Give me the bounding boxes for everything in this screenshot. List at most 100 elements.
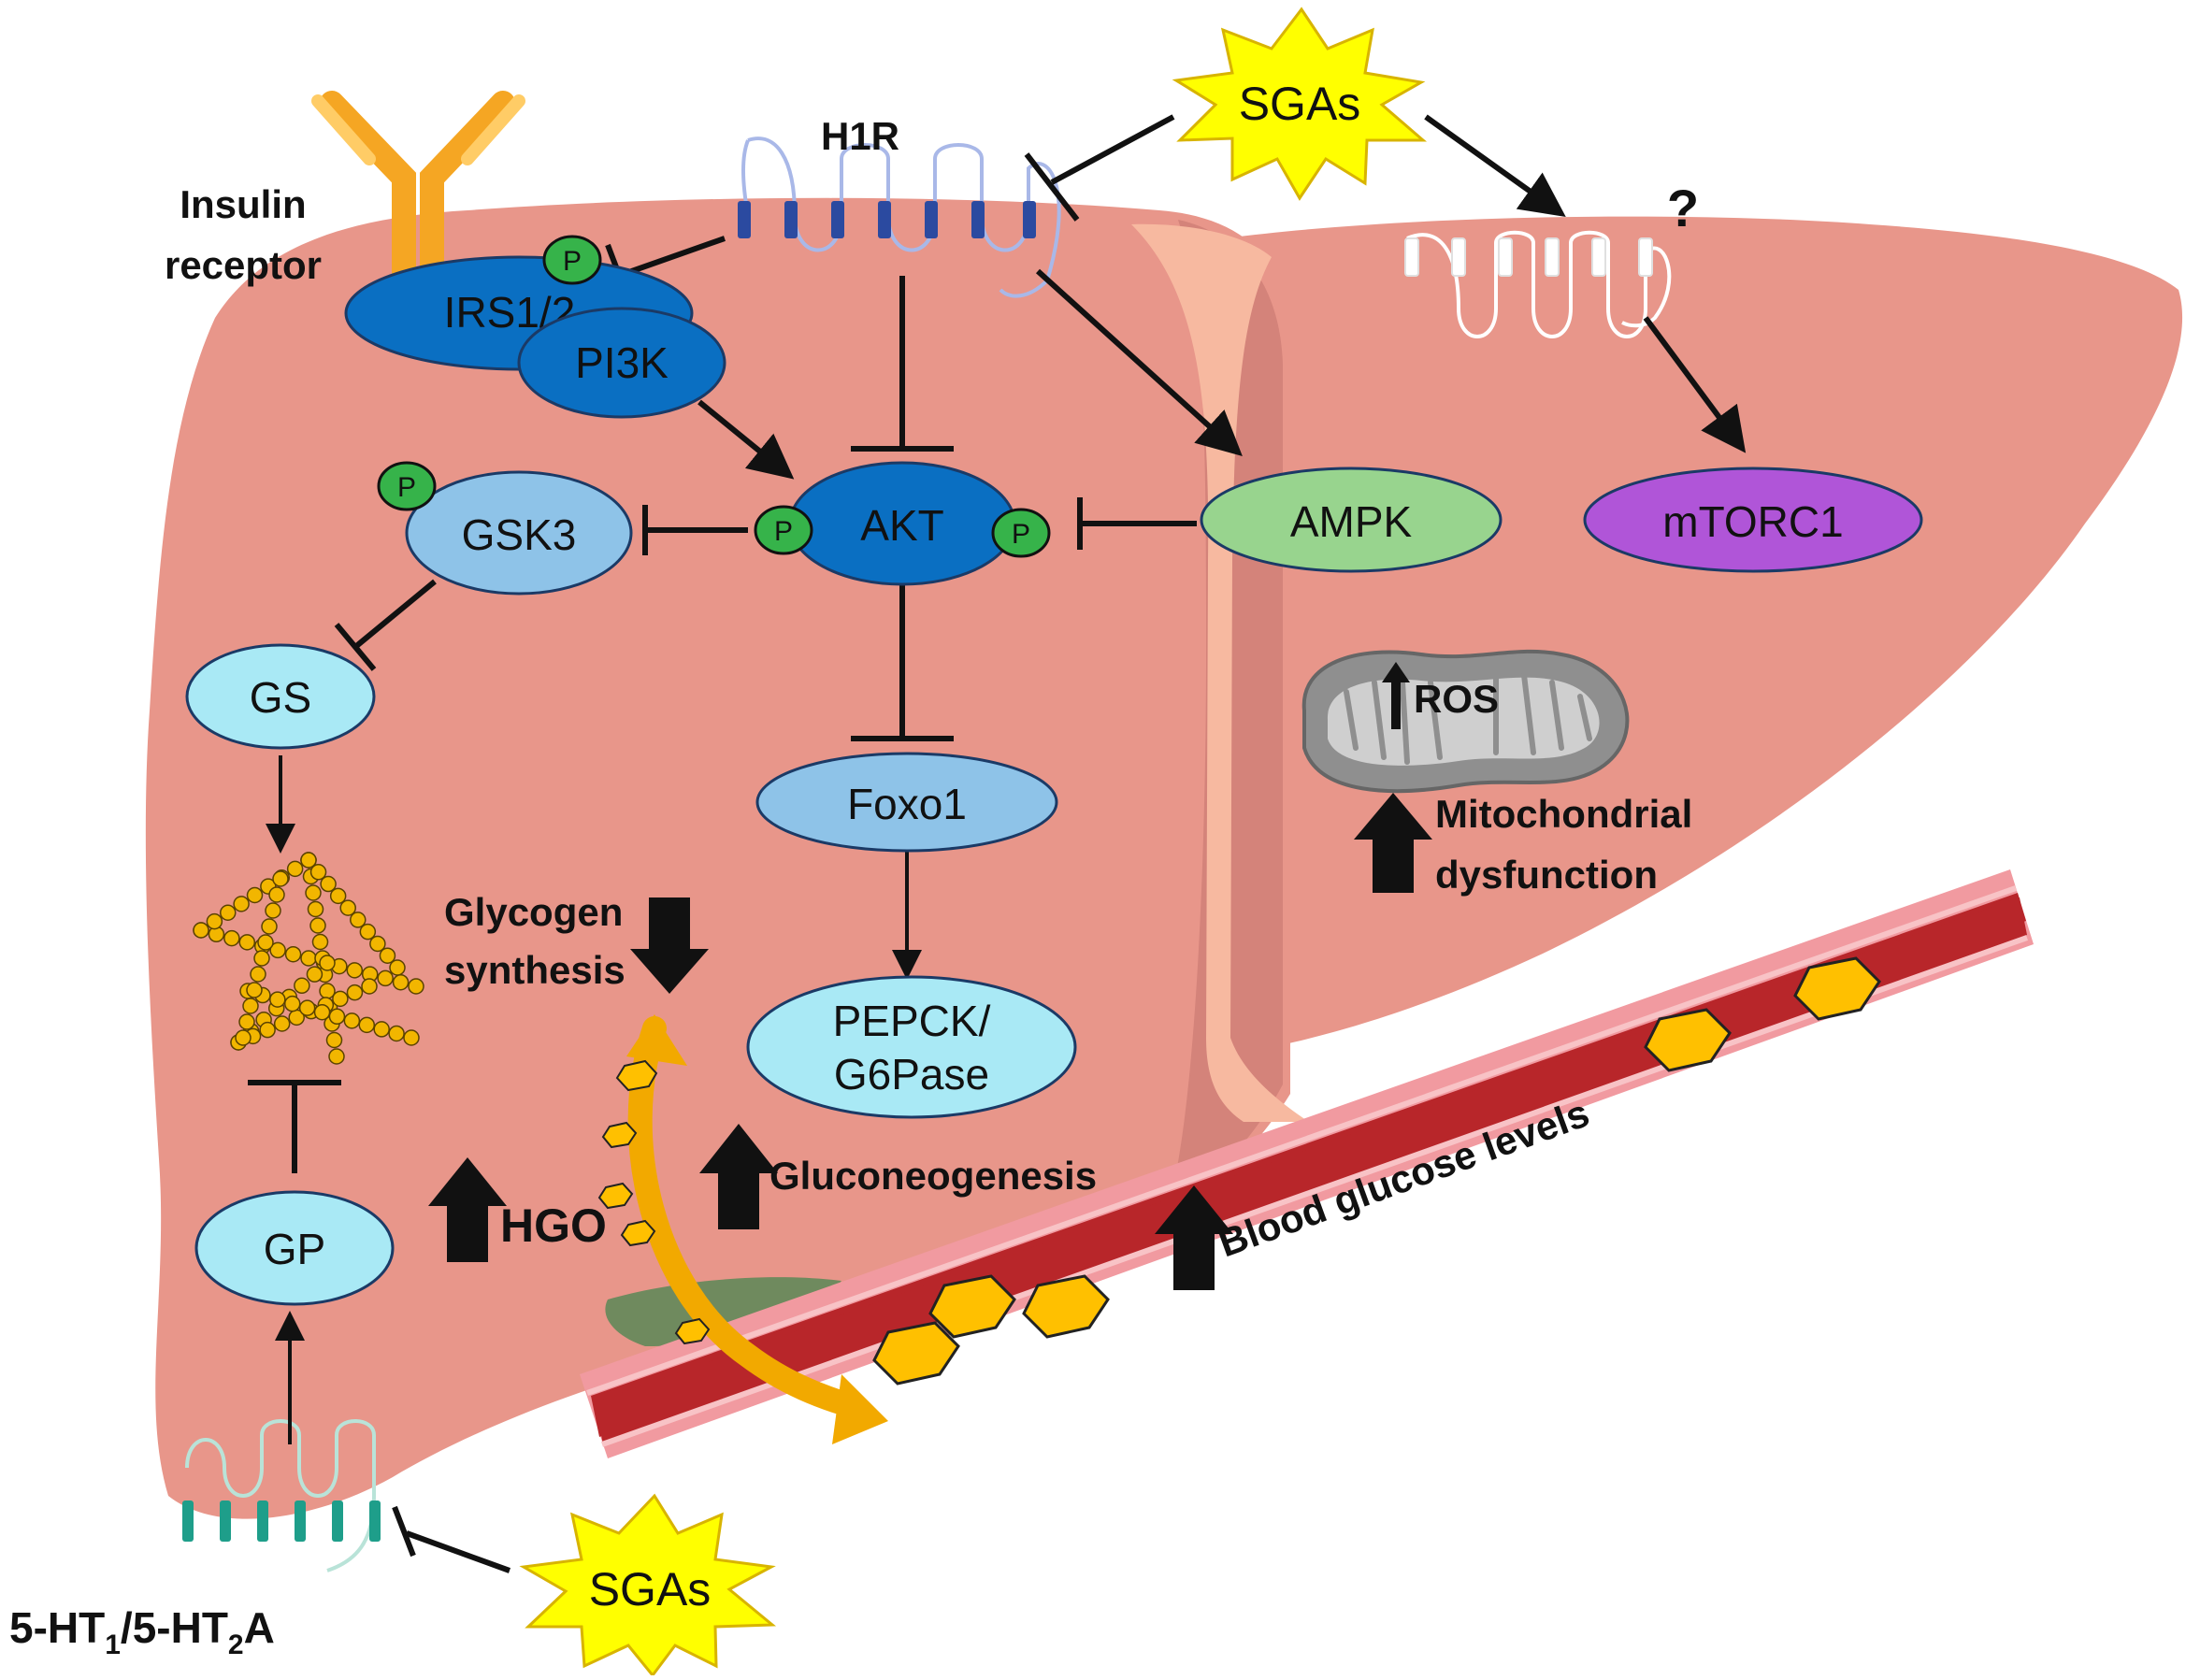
- gsk3-label: GSK3: [462, 510, 577, 559]
- glycogen-bead: [284, 945, 302, 963]
- glycogen-bead: [307, 900, 324, 918]
- glycogen-bead: [332, 990, 349, 1008]
- glycogen-bead: [319, 955, 336, 971]
- glycogen-label-line1: Glycogen: [444, 890, 623, 934]
- inhibit-bar: [1024, 152, 1080, 222]
- insulin-receptor-label-line2: receptor: [165, 243, 322, 287]
- serotonin-receptor-label: 5-HT1/5-HT2A: [9, 1603, 275, 1660]
- foxo1-label: Foxo1: [847, 780, 967, 828]
- glucose-molecules: [872, 956, 1881, 1386]
- glucose-molecule: [928, 1274, 1016, 1339]
- glycogen-bead: [377, 969, 394, 987]
- vessel-wall-line: [586, 885, 2017, 1396]
- glycogen-bead: [339, 899, 356, 916]
- arrow-sga-receptor: [1424, 114, 1566, 217]
- g6pase-label: G6Pase: [834, 1050, 989, 1098]
- glycogen-bead: [311, 933, 329, 951]
- glycogen-bead: [305, 884, 322, 901]
- akt-label: AKT: [860, 501, 943, 550]
- glycogen-bead: [346, 984, 364, 1001]
- arrow-up-gluconeogenesis-icon: [699, 1124, 778, 1229]
- glucose-molecule: [872, 1321, 960, 1386]
- phospho-badge: P: [991, 508, 1051, 558]
- glycogen-bead: [361, 978, 378, 995]
- unknown-receptor-icon: [1404, 230, 1672, 338]
- glucose-molecule: [620, 1219, 656, 1247]
- arrow-up-ros-icon: [1382, 662, 1410, 729]
- phospho-label: P: [563, 246, 582, 277]
- glycogen-bead: [259, 1021, 276, 1039]
- glycogen-bead: [313, 1003, 331, 1021]
- node-gp[interactable]: GP: [194, 1190, 395, 1306]
- mito-label-line2: dysfunction: [1435, 853, 1658, 897]
- glycogen-bead: [246, 982, 263, 998]
- phospho-label: P: [774, 516, 793, 547]
- glycogen-bead: [328, 1008, 346, 1026]
- inhibit-h1r-irs: [625, 236, 726, 276]
- glycogen-bead: [343, 1012, 361, 1029]
- node-foxo1[interactable]: Foxo1: [755, 752, 1058, 853]
- glycogen-bead: [269, 941, 286, 959]
- glycogen-bead: [325, 1031, 343, 1049]
- glycogen-bead: [294, 977, 310, 995]
- phospho-label: P: [397, 472, 416, 503]
- arrow-up-blood-glucose-icon: [1155, 1185, 1233, 1290]
- gallbladder: [605, 1277, 841, 1346]
- glycogen-bead: [268, 886, 285, 903]
- glycogen-bead: [329, 887, 347, 905]
- node-gsk3[interactable]: GSK3: [405, 470, 633, 596]
- hgo-output-arrow: [597, 1014, 888, 1444]
- glycogen-bead: [242, 998, 259, 1014]
- vessel-wall-line: [600, 935, 2029, 1447]
- glycogen-bead: [392, 973, 410, 991]
- glucose-molecule: [601, 1121, 638, 1149]
- mitochondrion-icon: [1301, 649, 1630, 794]
- glycogen-bead: [320, 875, 337, 893]
- node-akt[interactable]: AKT: [788, 461, 1016, 586]
- ros-label: ROS: [1414, 677, 1499, 721]
- inhibit-bar: [334, 623, 377, 671]
- ampk-label: AMPK: [1290, 497, 1413, 546]
- glycogen-bead: [206, 912, 223, 930]
- liver: [145, 197, 2183, 1519]
- h1r-label: H1R: [821, 114, 899, 158]
- glycogen-label-line2: synthesis: [444, 948, 625, 992]
- phospho-badge: P: [542, 235, 602, 285]
- pi3k-label: PI3K: [575, 338, 669, 387]
- node-pi3k[interactable]: PI3K: [517, 307, 726, 419]
- glycogen-bead: [235, 1029, 252, 1046]
- node-pepck-g6pase[interactable]: PEPCK/ G6Pase: [746, 975, 1077, 1119]
- glycogen-bead: [309, 864, 327, 881]
- sga-starburst-top[interactable]: SGAs: [1172, 7, 1428, 201]
- glycogen-bead: [272, 870, 289, 887]
- glycogen-bead: [269, 991, 286, 1008]
- glycogen-bead: [358, 1016, 376, 1034]
- inhibit-sga-5ht: [405, 1530, 511, 1573]
- glycogen-bead: [253, 950, 270, 967]
- node-ampk[interactable]: AMPK: [1200, 467, 1503, 573]
- glycogen-bead: [309, 917, 326, 934]
- insulin-receptor-icon: [311, 91, 525, 285]
- glycogen-bead: [261, 918, 278, 935]
- glycogen-granule: [193, 852, 424, 1065]
- falciform-ligament: [1131, 223, 1309, 1123]
- glycogen-bead: [233, 896, 250, 912]
- arrow-up-mito-icon: [1354, 793, 1432, 893]
- mito-label-line1: Mitochondrial: [1435, 792, 1692, 836]
- node-gs[interactable]: GS: [185, 643, 376, 750]
- sga-top-label: SGAs: [1239, 78, 1361, 130]
- liver-right-lobe: [1206, 216, 2183, 1056]
- glycogen-bead: [246, 886, 264, 904]
- glycogen-bead: [300, 950, 317, 967]
- hgo-label: HGO: [500, 1199, 607, 1252]
- node-mtorc1[interactable]: mTORC1: [1583, 467, 1923, 573]
- glucose-molecule: [1644, 1008, 1732, 1072]
- glycogen-bead: [300, 852, 317, 869]
- mtorc1-label: mTORC1: [1662, 497, 1843, 546]
- glycogen-bead: [306, 966, 324, 983]
- phospho-badge: P: [754, 505, 813, 555]
- glycogen-bead: [286, 860, 304, 878]
- sga-starburst-bottom[interactable]: SGAs: [519, 1493, 777, 1678]
- gs-label: GS: [250, 673, 311, 722]
